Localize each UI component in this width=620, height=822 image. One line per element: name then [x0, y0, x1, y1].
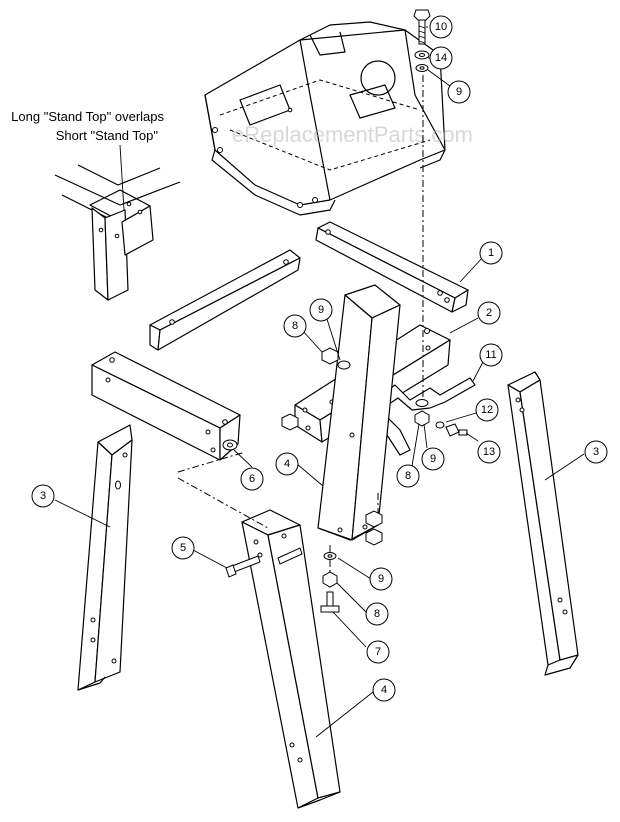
svg-text:10: 10 [435, 21, 447, 33]
callout-9: 9 [309, 298, 333, 322]
leader-lines [54, 26, 585, 738]
callout-4: 4 [275, 452, 299, 476]
svg-text:1: 1 [488, 247, 494, 259]
svg-text:8: 8 [374, 608, 380, 620]
part-1-long-stand-top [315, 221, 469, 313]
svg-text:4: 4 [381, 684, 387, 696]
callout-9: 9 [421, 447, 445, 471]
callout-14: 14 [429, 46, 453, 70]
callout-12: 12 [475, 398, 499, 422]
part-4-leg-front [241, 509, 341, 809]
svg-text:6: 6 [249, 473, 255, 485]
callout-6: 6 [240, 467, 264, 491]
part-3-right-leg [507, 371, 579, 676]
svg-text:9: 9 [318, 304, 324, 316]
svg-text:9: 9 [378, 573, 384, 585]
svg-text:3: 3 [593, 446, 599, 458]
watermark: eReplacementParts.com [232, 122, 473, 147]
note-line-2: Short "Stand Top" [56, 128, 159, 143]
svg-text:9: 9 [456, 86, 462, 98]
callout-2: 2 [477, 301, 501, 325]
callout-3: 3 [31, 484, 55, 508]
part-4-leg-upper [317, 284, 401, 541]
svg-text:8: 8 [292, 320, 298, 332]
callout-13: 13 [477, 440, 501, 464]
svg-text:9: 9 [430, 453, 436, 465]
hardware [222, 9, 468, 613]
svg-text:12: 12 [481, 404, 493, 416]
callout-11: 11 [479, 343, 503, 367]
front-short-stand-top [91, 351, 241, 461]
callout-4: 4 [372, 678, 396, 702]
callout-8: 8 [283, 314, 307, 338]
svg-text:7: 7 [375, 646, 381, 658]
callout-10: 10 [429, 15, 453, 39]
callout-9: 9 [447, 80, 471, 104]
note-leader [119, 144, 125, 211]
svg-text:13: 13 [483, 446, 495, 458]
callout-5: 5 [171, 536, 195, 560]
svg-text:4: 4 [284, 458, 290, 470]
callout-8: 8 [365, 602, 389, 626]
overlap-detail [54, 164, 181, 301]
callout-7: 7 [366, 640, 390, 664]
svg-text:8: 8 [405, 470, 411, 482]
svg-text:11: 11 [485, 349, 496, 361]
saw-body: eReplacementParts.com [204, 21, 473, 216]
svg-text:3: 3 [40, 490, 46, 502]
callout-3: 3 [584, 440, 608, 464]
svg-text:5: 5 [180, 542, 186, 554]
svg-text:2: 2 [486, 307, 492, 319]
rear-short-stand-top [149, 249, 301, 351]
callout-9: 9 [369, 567, 393, 591]
part-3-left-leg [77, 424, 133, 691]
svg-text:14: 14 [435, 52, 447, 64]
callout-8: 8 [396, 464, 420, 488]
callout-1: 1 [479, 241, 503, 265]
note-line-1: Long "Stand Top" overlaps [11, 109, 164, 124]
